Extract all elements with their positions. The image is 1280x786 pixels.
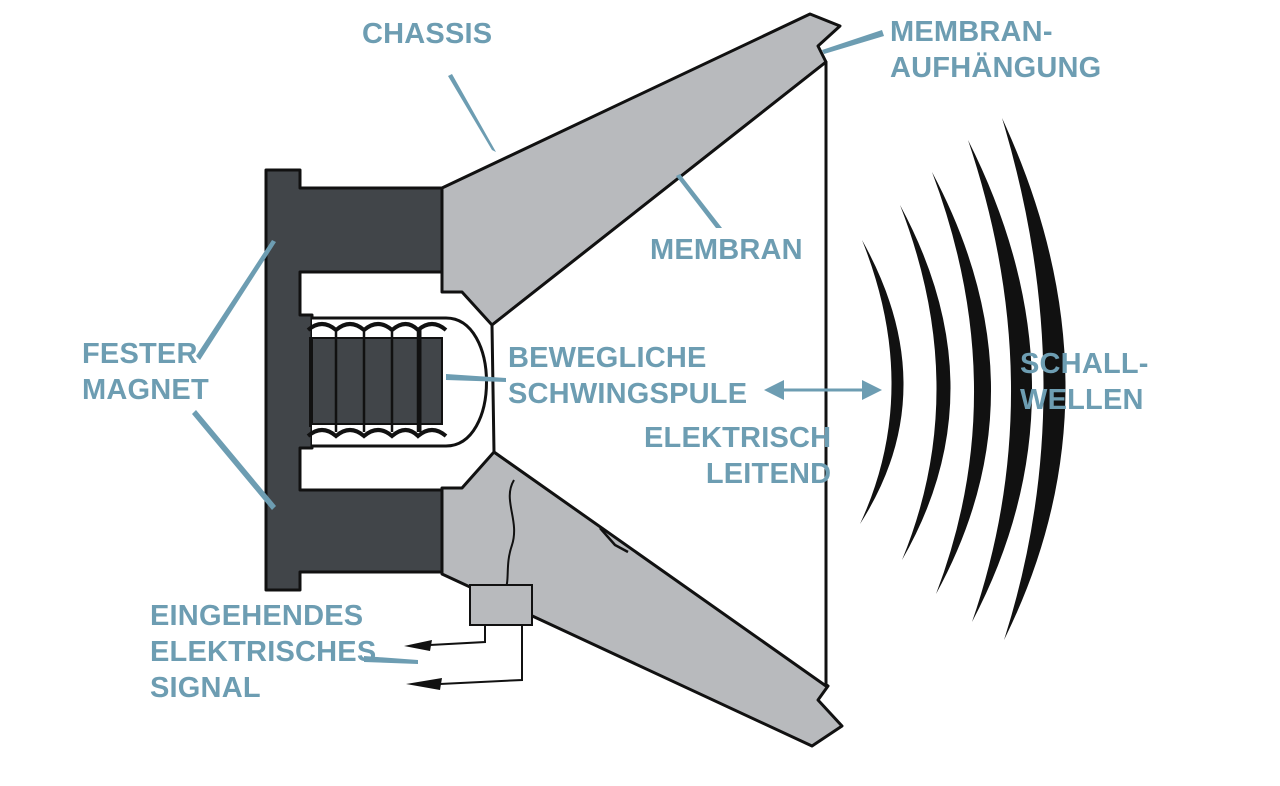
label-fixed-magnet: FESTER MAGNET bbox=[82, 338, 209, 406]
signal-wire-upper bbox=[429, 625, 486, 646]
label-sound-waves: SCHALL- WELLEN bbox=[1020, 348, 1149, 416]
leader-lines bbox=[192, 30, 884, 664]
leader-coil bbox=[446, 374, 506, 382]
signal-wire-lower bbox=[439, 625, 523, 685]
sound-waves bbox=[860, 118, 1066, 640]
leader-magnet-upper bbox=[196, 240, 276, 360]
label-membrane: MEMBRAN bbox=[650, 234, 803, 266]
coil-winding-top bbox=[306, 322, 448, 333]
label-incoming-signal: EINGEHENDES ELEKTRISCHES SIGNAL bbox=[150, 600, 377, 704]
leader-magnet-lower bbox=[192, 410, 276, 510]
wire-end-upper bbox=[404, 640, 432, 651]
magnet bbox=[264, 168, 444, 592]
voice-coil bbox=[334, 330, 420, 432]
wire-end-lower bbox=[406, 678, 442, 690]
label-membrane-suspension: MEMBRAN- AUFHÄNGUNG bbox=[890, 16, 1102, 84]
leader-suspension bbox=[822, 30, 884, 54]
leader-membrane bbox=[676, 174, 722, 228]
label-electrically-conductive: ELEKTRISCH LEITEND bbox=[644, 422, 832, 490]
label-chassis: CHASSIS bbox=[362, 18, 493, 50]
coil-winding-bottom bbox=[306, 428, 448, 439]
leader-signal bbox=[364, 656, 418, 664]
chassis-rib bbox=[599, 527, 629, 554]
double-arrow bbox=[764, 380, 882, 400]
coil-pole-inner bbox=[311, 337, 443, 425]
leader-chassis bbox=[448, 74, 496, 152]
chassis-seam bbox=[504, 479, 516, 591]
terminal-block bbox=[469, 584, 533, 626]
label-voice-coil: BEWEGLICHE SCHWINGSPULE bbox=[508, 342, 748, 410]
